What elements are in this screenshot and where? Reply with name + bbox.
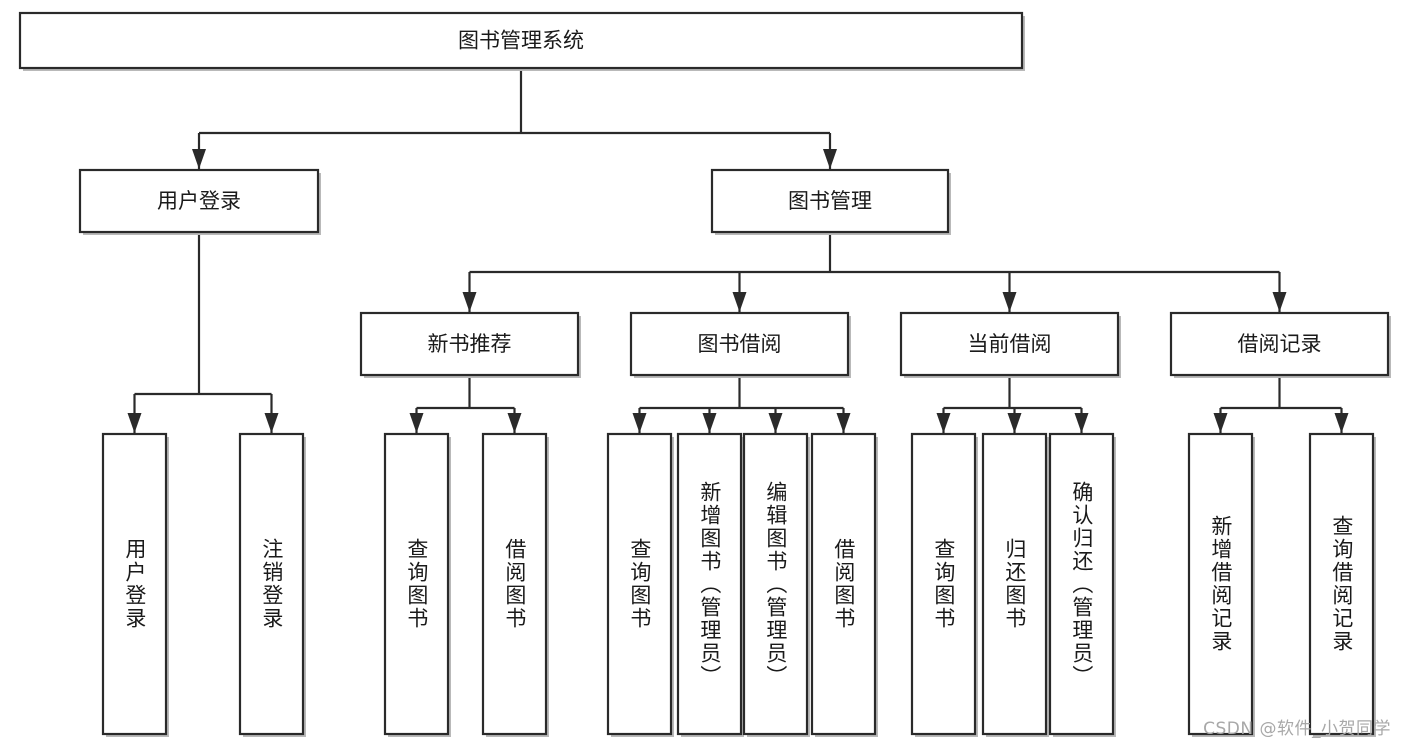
- node-leaf-6-编辑图书管理员-rect[interactable]: [742, 432, 809, 736]
- arrow-head-icon: [836, 413, 851, 433]
- node-leaf-0-用户登录-rect[interactable]: [101, 432, 168, 736]
- node-level2-用户登录-label: 用户登录: [157, 189, 241, 213]
- node-leaf-5-新增图书管理员[interactable]: [676, 432, 744, 737]
- node-leaf-11-新增借阅记录-rect[interactable]: [1187, 432, 1254, 736]
- node-level3-新书推荐-rect[interactable]: [359, 311, 580, 377]
- arrow-head-icon: [462, 292, 477, 312]
- node-root-图书管理系统-label: 图书管理系统: [458, 29, 584, 53]
- node-leaf-4-查询图书-rect[interactable]: [606, 432, 673, 736]
- node-level2-用户登录[interactable]: 用户登录: [78, 168, 321, 235]
- node-leaf-10-确认归还管理员[interactable]: [1048, 432, 1116, 737]
- node-leaf-9-归还图书-rect[interactable]: [981, 432, 1048, 736]
- node-level3-当前借阅-label: 当前借阅: [968, 332, 1052, 356]
- arrow-head-icon: [127, 413, 142, 433]
- node-leaf-6-编辑图书管理员[interactable]: [742, 432, 810, 737]
- node-leaf-0-用户登录[interactable]: [101, 432, 169, 737]
- arrow-head-icon: [507, 413, 522, 433]
- node-level2-图书管理-rect[interactable]: [710, 168, 950, 234]
- arrow-head-icon: [702, 413, 717, 433]
- node-root-图书管理系统-rect[interactable]: [18, 11, 1024, 70]
- node-level3-借阅记录-rect[interactable]: [1169, 311, 1390, 377]
- arrow-head-icon: [1074, 413, 1089, 433]
- node-leaf-8-查询图书-rect[interactable]: [910, 432, 977, 736]
- node-level3-图书借阅-rect[interactable]: [629, 311, 850, 377]
- arrow-head-icon: [192, 149, 206, 169]
- node-leaf-1-注销登录[interactable]: [238, 432, 306, 737]
- node-leaf-12-查询借阅记录[interactable]: [1308, 432, 1376, 737]
- node-leaf-1-注销登录-rect[interactable]: [238, 432, 305, 736]
- node-leaf-4-查询图书[interactable]: [606, 432, 674, 737]
- node-leaf-8-查询图书[interactable]: [910, 432, 978, 737]
- csdn-watermark: CSDN @软件_小贺同学: [1203, 719, 1391, 739]
- arrow-head-icon: [1007, 413, 1022, 433]
- node-level3-新书推荐-label: 新书推荐: [428, 332, 512, 356]
- node-leaf-3-借阅图书-rect[interactable]: [481, 432, 548, 736]
- arrow-head-icon: [936, 413, 951, 433]
- node-leaf-9-归还图书[interactable]: [981, 432, 1049, 737]
- node-level3-借阅记录-label: 借阅记录: [1238, 332, 1322, 356]
- arrow-head-icon: [1002, 292, 1017, 312]
- node-root-图书管理系统[interactable]: 图书管理系统: [18, 11, 1025, 71]
- arrow-head-icon: [1213, 413, 1228, 433]
- node-leaf-2-查询图书[interactable]: [383, 432, 451, 737]
- node-leaf-12-查询借阅记录-rect[interactable]: [1308, 432, 1375, 736]
- arrow-head-icon: [409, 413, 424, 433]
- node-level3-图书借阅[interactable]: 图书借阅: [629, 311, 851, 378]
- arrow-head-icon: [1334, 413, 1349, 433]
- node-level3-新书推荐[interactable]: 新书推荐: [359, 311, 581, 378]
- node-leaf-7-借阅图书-rect[interactable]: [810, 432, 877, 736]
- arrow-head-icon: [264, 413, 279, 433]
- node-leaf-11-新增借阅记录[interactable]: [1187, 432, 1255, 737]
- node-leaf-3-借阅图书[interactable]: [481, 432, 549, 737]
- node-level3-图书借阅-label: 图书借阅: [698, 332, 782, 356]
- node-level2-用户登录-rect[interactable]: [78, 168, 320, 234]
- node-level3-当前借阅-rect[interactable]: [899, 311, 1120, 377]
- node-level2-图书管理[interactable]: 图书管理: [710, 168, 951, 235]
- node-leaf-2-查询图书-rect[interactable]: [383, 432, 450, 736]
- arrow-head-icon: [632, 413, 647, 433]
- node-leaf-10-确认归还管理员-rect[interactable]: [1048, 432, 1115, 736]
- arrow-head-icon: [823, 149, 837, 169]
- node-level2-图书管理-label: 图书管理: [788, 189, 872, 213]
- arrow-head-icon: [768, 413, 783, 433]
- arrow-head-icon: [732, 292, 747, 312]
- node-level3-当前借阅[interactable]: 当前借阅: [899, 311, 1121, 378]
- node-leaf-5-新增图书管理员-rect[interactable]: [676, 432, 743, 736]
- node-leaf-7-借阅图书[interactable]: [810, 432, 878, 737]
- node-level3-借阅记录[interactable]: 借阅记录: [1169, 311, 1391, 378]
- arrow-head-icon: [1272, 292, 1287, 312]
